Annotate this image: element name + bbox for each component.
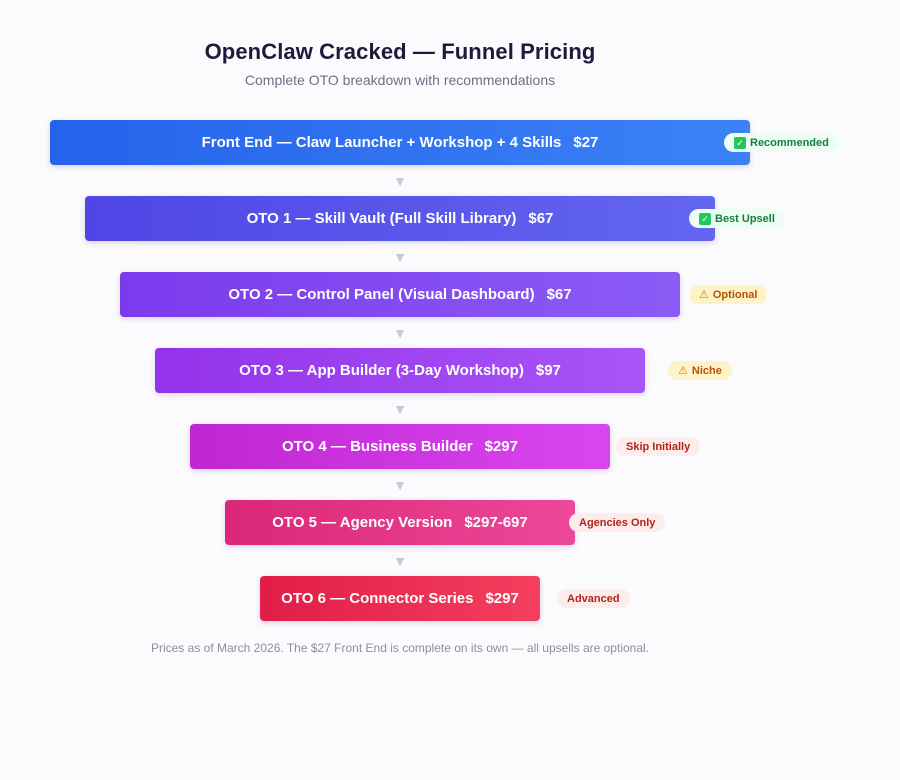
stage-label: OTO 2 — Control Panel (Visual Dashboard): [228, 286, 535, 303]
stage-price: $297: [484, 438, 518, 455]
down-arrow-icon: ▼: [393, 173, 407, 189]
recommendation-badge: ⚠Niche: [668, 361, 732, 380]
down-arrow-icon: ▼: [393, 477, 407, 493]
stage-label: OTO 1 — Skill Vault (Full Skill Library): [246, 210, 517, 227]
warning-icon: ⚠: [699, 289, 709, 301]
stage-price: $297-697: [464, 514, 528, 531]
stage-price: $67: [528, 210, 554, 227]
footnote: Prices as of March 2026. The $27 Front E…: [150, 641, 650, 655]
stage-label: OTO 6 — Connector Series: [281, 590, 474, 607]
stage-label: OTO 4 — Business Builder: [282, 438, 473, 455]
badge-text: Optional: [712, 288, 758, 301]
recommendation-badge: ✓ Recommended: [724, 133, 839, 152]
funnel-stage-5[interactable]: OTO 5 — Agency Version $297-697: [225, 500, 575, 545]
badge-text: Skip Initially: [626, 440, 691, 453]
badge-text: Best Upsell: [715, 212, 775, 225]
down-arrow-icon: ▼: [393, 249, 407, 265]
recommendation-badge: Advanced: [557, 589, 630, 608]
badge-text: Recommended: [750, 136, 829, 149]
badge-text: Niche: [691, 364, 722, 377]
stage-price: $27: [573, 134, 599, 151]
stage-price: $297: [485, 590, 519, 607]
stage-price: $67: [546, 286, 572, 303]
page-title: OpenClaw Cracked — Funnel Pricing: [204, 39, 596, 64]
funnel-stage-2[interactable]: OTO 2 — Control Panel (Visual Dashboard)…: [120, 272, 680, 317]
badge-text: Agencies Only: [579, 516, 656, 529]
funnel-stage-3[interactable]: OTO 3 — App Builder (3-Day Workshop) $97: [155, 348, 645, 393]
down-arrow-icon: ▼: [393, 553, 407, 569]
stage-price: $97: [535, 362, 561, 379]
down-arrow-icon: ▼: [393, 401, 407, 417]
recommendation-badge: ⚠Optional: [689, 285, 768, 304]
down-arrow-icon: ▼: [393, 325, 407, 341]
recommendation-badge: Agencies Only: [569, 513, 666, 532]
funnel-stage-0[interactable]: Front End — Claw Launcher + Workshop + 4…: [50, 120, 750, 165]
warning-icon: ⚠: [678, 365, 688, 377]
stage-label: OTO 3 — App Builder (3-Day Workshop): [239, 362, 524, 379]
stage-label: OTO 5 — Agency Version: [272, 514, 453, 531]
check-icon: ✓: [699, 212, 711, 225]
page-subtitle: Complete OTO breakdown with recommendati…: [244, 72, 556, 88]
funnel-stage-1[interactable]: OTO 1 — Skill Vault (Full Skill Library)…: [85, 196, 715, 241]
funnel-stage-4[interactable]: OTO 4 — Business Builder $297: [190, 424, 610, 469]
stage-label: Front End — Claw Launcher + Workshop + 4…: [201, 134, 562, 151]
badge-text: Advanced: [567, 592, 620, 605]
check-icon: ✓: [734, 136, 746, 149]
funnel-stage-6[interactable]: OTO 6 — Connector Series $297: [260, 576, 540, 621]
recommendation-badge: ✓ Best Upsell: [689, 209, 785, 228]
recommendation-badge: Skip Initially: [616, 437, 701, 456]
